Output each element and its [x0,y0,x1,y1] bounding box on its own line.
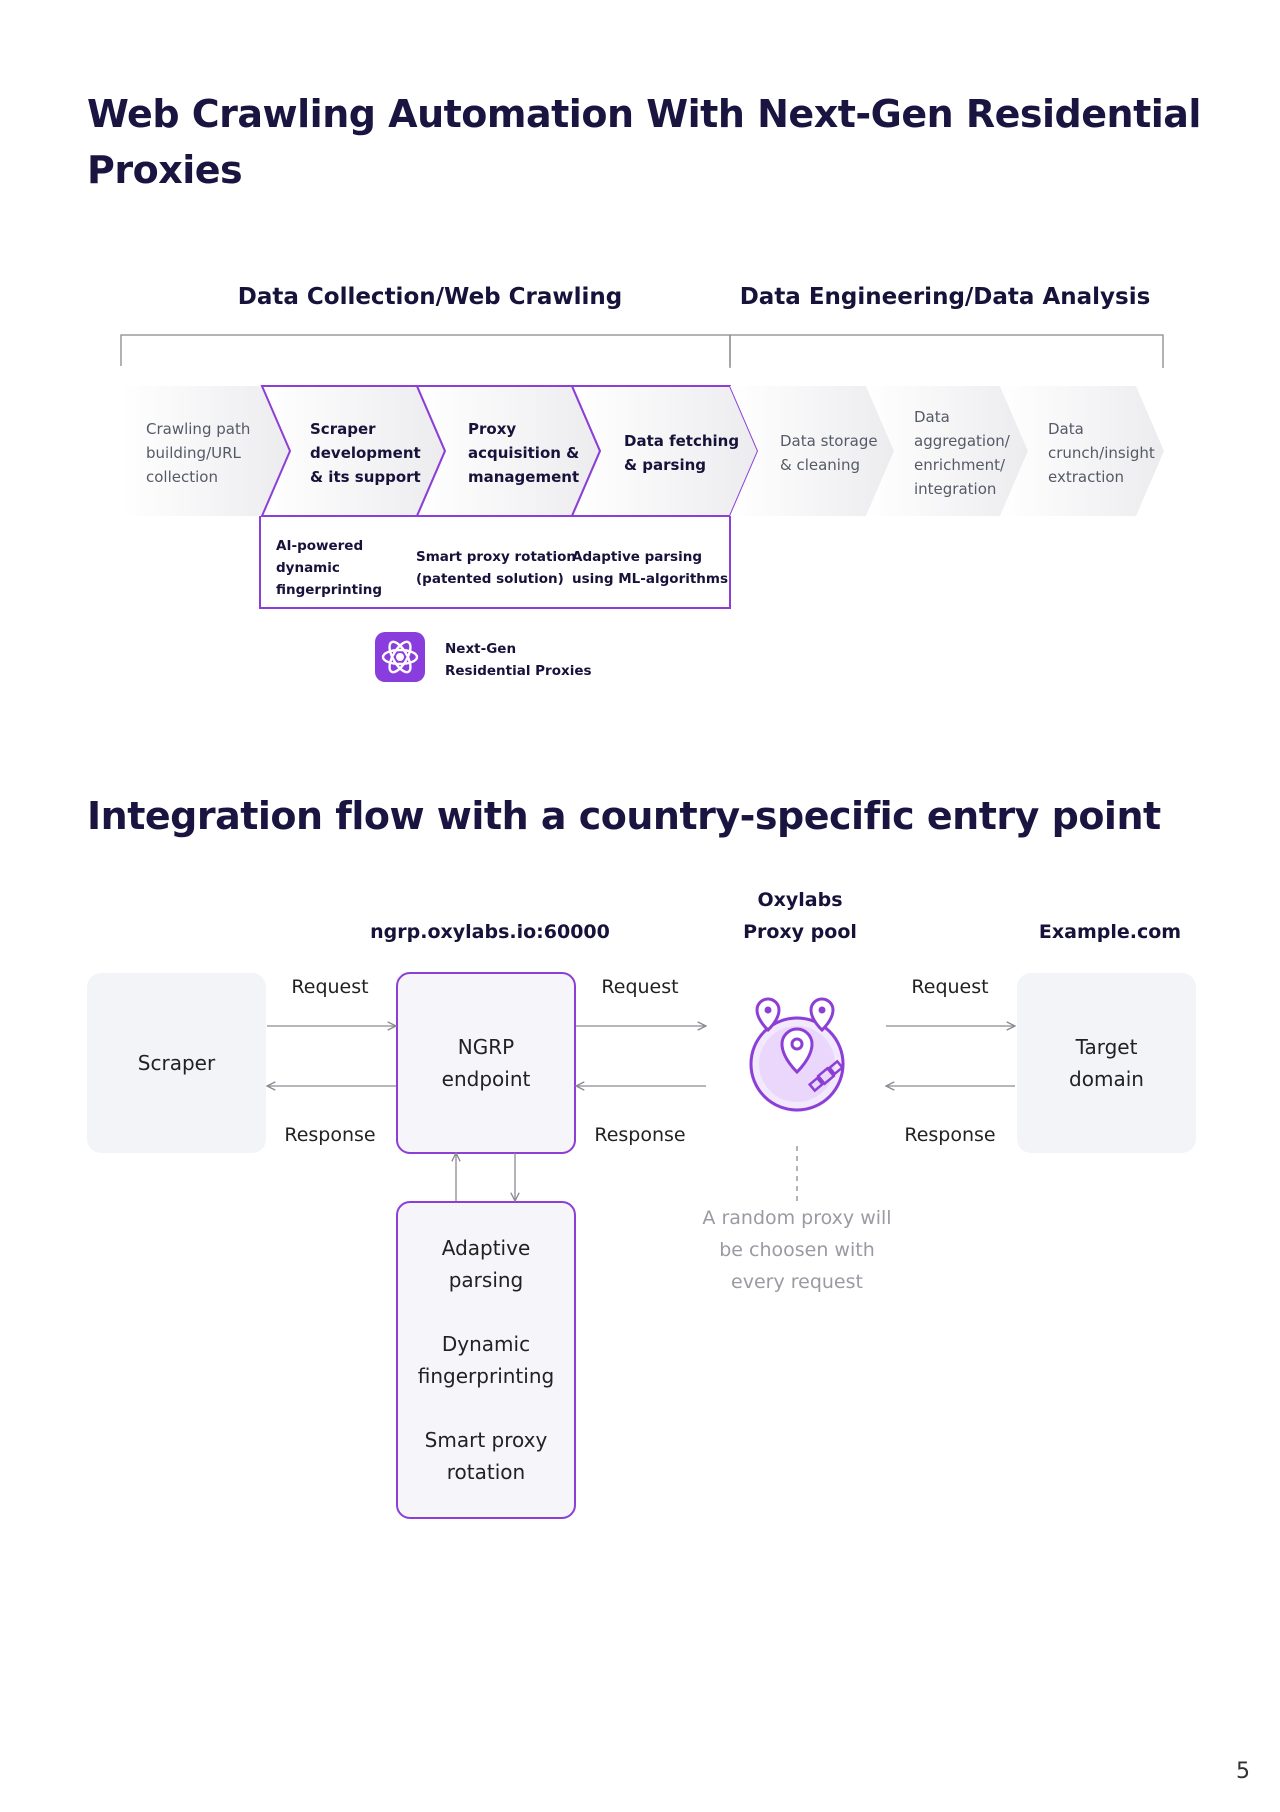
chevron-crawling [121,386,290,516]
step-data-storage: Data storage& cleaning [780,432,878,474]
endpoint-host-heading: ngrp.oxylabs.io:60000 [370,921,610,943]
scraper-box: Scraper [87,973,266,1153]
group-heading-collection: Data Collection/Web Crawling [237,284,623,310]
response-label-2: Response [594,1124,686,1146]
globe-pin-icon [749,997,845,1112]
pipeline-diagram [120,334,1164,682]
request-label-2: Request [601,976,679,998]
target-heading: Example.com [1038,921,1182,943]
bracket-engineering [730,334,1164,368]
page-number: 5 [1236,1759,1250,1784]
page-title: Web Crawling Automation With Next-Gen Re… [87,92,1201,192]
chevron-aggregation [866,386,1028,516]
flow-arrows [0,997,1280,1204]
section-title-integration: Integration flow with a country-specific… [87,794,1161,838]
chevron-storage [730,386,894,516]
bracket-collection [120,334,731,366]
response-label-3: Response [904,1124,996,1146]
request-label-3: Request [911,976,989,998]
request-label-1: Request [291,976,369,998]
feature-proxy-rotation: Smart proxy rotation(patented solution) [416,549,576,587]
step-data-fetching: Data fetching& parsing [624,432,740,474]
chevron-crunch [1000,386,1164,516]
response-label-1: Response [284,1124,376,1146]
group-heading-engineering: Data Engineering/Data Analysis [739,284,1151,310]
features-bracket [259,516,731,609]
